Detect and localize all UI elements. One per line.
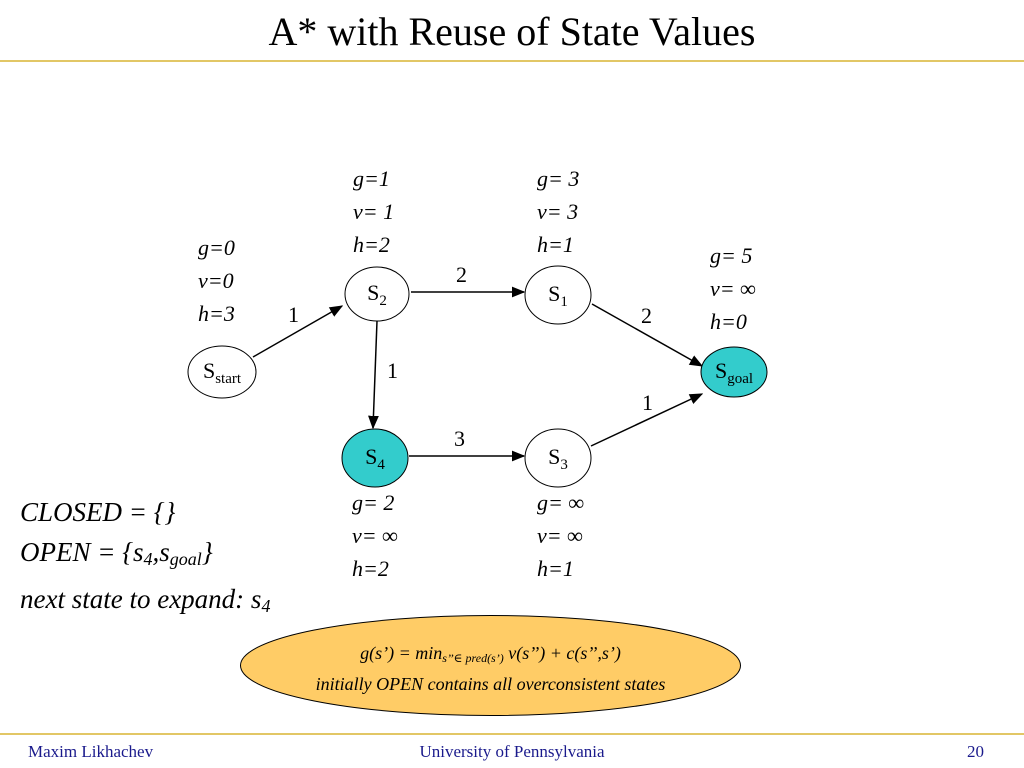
open-initialization-note: initially OPEN contains all overconsiste…: [315, 674, 666, 694]
g-value: g= 5: [710, 243, 753, 268]
values-s3: g= ∞ v= ∞ h=1: [537, 486, 584, 585]
node-s3-shape: [524, 428, 592, 488]
footer-divider: [0, 733, 1024, 735]
next-state: next state to expand: s4: [20, 584, 271, 616]
values-start: g=0 v=0 h=3: [198, 231, 235, 330]
node-s4-shape: [341, 428, 409, 488]
h-value: h=1: [537, 556, 574, 581]
g-value: g=0: [198, 235, 235, 260]
v-value: v= 3: [537, 199, 579, 224]
values-goal: g= 5 v= ∞ h=0: [710, 239, 756, 338]
h-value: h=3: [198, 301, 235, 326]
edge-cost-start-s2: 1: [288, 302, 299, 327]
g-value: g= 2: [352, 490, 395, 515]
node-s1-shape: [524, 265, 592, 325]
closed-list: CLOSED = {}: [20, 497, 176, 527]
h-value: h=2: [353, 232, 390, 257]
edge-cost-s4-s3: 3: [454, 426, 465, 451]
g-value: g= ∞: [537, 490, 585, 515]
node-goal: Sgoal: [700, 346, 768, 398]
node-s2: S2: [344, 266, 410, 322]
edge-s2-s4: [368, 320, 379, 430]
v-value: v= ∞: [352, 523, 398, 548]
v-value: v= ∞: [537, 523, 583, 548]
edge-s3-goal: [590, 393, 704, 447]
node-s3: S3: [524, 428, 592, 488]
edge-cost-s2-s1: 2: [456, 262, 467, 287]
node-goal-shape: [700, 346, 768, 398]
node-s4-label: S4: [365, 444, 385, 473]
h-value: h=1: [537, 232, 574, 257]
node-s1-label: S1: [548, 281, 568, 310]
edge-start-s2: [252, 305, 344, 358]
h-value: h=0: [710, 309, 747, 334]
search-status: CLOSED = {} OPEN = {s4,sgoal} next state…: [20, 492, 270, 626]
node-start: Sstart: [187, 345, 257, 399]
node-s1: S1: [524, 265, 592, 325]
v-value: v=0: [198, 268, 234, 293]
node-s2-label: S2: [367, 280, 387, 309]
h-value: h=2: [352, 556, 389, 581]
g-update-formula: g(s’) = mins’’∈ pred(s’) v(s’’) + c(s’’,…: [360, 643, 621, 665]
edge-cost-s1-goal: 2: [641, 303, 652, 328]
g-value: g= 3: [537, 166, 580, 191]
footer-author: Maxim Likhachev: [28, 742, 154, 761]
node-s3-label: S3: [548, 444, 568, 473]
values-s1: g= 3 v= 3 h=1: [537, 162, 579, 261]
edge-cost-s2-s4: 1: [387, 358, 398, 383]
footer-institution: University of Pennsylvania: [419, 742, 605, 761]
node-s4: S4: [341, 428, 409, 488]
note-bubble: [240, 615, 741, 716]
page-number: 20: [967, 742, 984, 761]
node-start-label: Sstart: [203, 358, 242, 387]
v-value: v= 1: [353, 199, 395, 224]
node-goal-label: Sgoal: [715, 358, 753, 387]
values-s2: g=1 v= 1 h=2: [353, 162, 394, 261]
slide-title: A* with Reuse of State Values: [268, 9, 756, 54]
title-divider: [0, 60, 1024, 62]
g-value: g=1: [353, 166, 390, 191]
note-text: g(s’) = mins’’∈ pred(s’) v(s’’) + c(s’’,…: [239, 640, 742, 697]
node-s2-shape: [344, 266, 410, 322]
values-s4: g= 2 v= ∞ h=2: [352, 486, 398, 585]
edge-s1-goal: [591, 303, 704, 367]
edge-cost-s3-goal: 1: [642, 390, 653, 415]
node-start-shape: [187, 345, 257, 399]
v-value: v= ∞: [710, 276, 756, 301]
open-list: OPEN = {s4,sgoal}: [20, 537, 213, 569]
